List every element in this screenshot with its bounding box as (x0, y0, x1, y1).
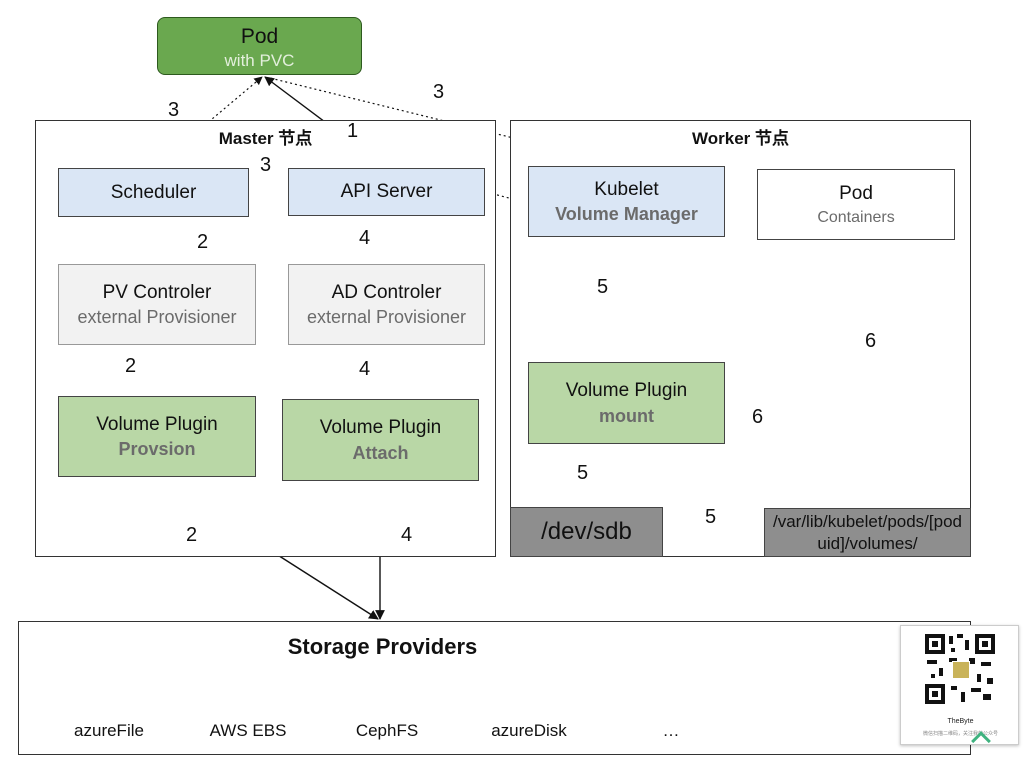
worker-node-title: Worker 节点 (692, 129, 789, 148)
scheduler-label: Scheduler (110, 181, 197, 203)
volume-plugin-provision-title: Volume Plugin (96, 413, 218, 435)
edge-label-2-pv-provision: 2 (125, 355, 137, 377)
pod-subtitle: with PVC (224, 50, 295, 70)
provider-label-azurefile: azureFile (74, 721, 144, 740)
volume-plugin-mount-subtitle: mount (599, 405, 654, 426)
worker-pod-node: Pod Containers (757, 169, 955, 240)
edge-label-5-kubelet-mount: 5 (597, 276, 609, 298)
pod-with-pvc-node: Pod with PVC (157, 17, 362, 75)
worker-pod-title: Pod (839, 182, 873, 204)
volumes-path-label: /var/lib/kubelet/pods/[pod uid]/volumes/ (772, 512, 962, 553)
qr-center-logo (952, 661, 970, 679)
kubelet-title: Kubelet (594, 178, 659, 200)
edge-label-6-kubelet-volumes: 6 (752, 406, 764, 428)
pv-controller-subtitle: external Provisioner (77, 307, 237, 328)
edge-label-2-pv-api: 2 (197, 231, 209, 253)
edge-scheduler-pod (154, 76, 263, 168)
dev-sdb-node: /dev/sdb (510, 507, 663, 557)
qr-card-caption: 微信扫描二维码，关注我的公众号 (922, 731, 998, 737)
edge-label-3-scheduler-pod: 3 (168, 99, 180, 121)
qr-card: TheByte 微信扫描二维码，关注我的公众号 (900, 625, 1019, 751)
pv-controller-title: PV Controler (102, 281, 212, 303)
scheduler-node: Scheduler (58, 168, 249, 217)
volume-plugin-attach-title: Volume Plugin (319, 417, 442, 439)
qr-code-image (925, 634, 995, 704)
ad-controller-node: AD Controler external Provisioner (288, 264, 485, 345)
edge-label-3-kubelet-pod: 3 (433, 81, 445, 103)
storage-providers-title: Storage Providers (287, 634, 478, 659)
master-node-title: Master 节点 (218, 129, 313, 148)
edge-label-6-volumes-pod: 6 (865, 330, 877, 352)
dev-sdb-label: /dev/sdb (541, 517, 632, 545)
provider-label-cephfs: CephFS (355, 721, 419, 740)
storage-providers-panel (18, 621, 971, 755)
volume-plugin-provision-subtitle: Provsion (118, 439, 196, 460)
pv-controller-node: PV Controler external Provisioner (58, 264, 256, 345)
kubelet-subtitle: Volume Manager (555, 204, 698, 225)
worker-pod-subtitle: Containers (817, 208, 895, 226)
volume-plugin-provision-node: Volume Plugin Provsion (58, 396, 256, 477)
edge-label-4-ad-attach: 4 (359, 358, 371, 380)
edge-label-1: 1 (347, 120, 359, 142)
edge-label-4-ad-api: 4 (359, 227, 371, 249)
edge-label-2-provision-storage: 2 (186, 524, 198, 546)
ad-controller-subtitle: external Provisioner (306, 307, 467, 328)
edge-label-4-attach-storage: 4 (401, 524, 413, 546)
volume-plugin-attach-node: Volume Plugin Attach (282, 399, 479, 481)
volume-plugin-mount-node: Volume Plugin mount (528, 362, 725, 444)
api-server-node: API Server (288, 168, 485, 216)
volume-plugin-mount-title: Volume Plugin (565, 380, 688, 402)
provider-label-aws-ebs: AWS EBS (209, 721, 287, 740)
ad-controller-title: AD Controler (331, 281, 442, 303)
edge-label-5-mount-dev: 5 (577, 462, 589, 484)
provider-label-more: … (662, 721, 680, 740)
api-server-label: API Server (340, 181, 433, 203)
volume-plugin-attach-subtitle: Attach (352, 442, 409, 463)
pod-title: Pod (240, 25, 279, 49)
edge-label-5-dev-volumes: 5 (705, 506, 717, 528)
qr-card-name: TheByte (947, 718, 974, 725)
provider-label-azuredisk: azureDisk (491, 721, 567, 740)
volumes-path-node: /var/lib/kubelet/pods/[pod uid]/volumes/ (764, 508, 971, 557)
edge-label-3-scheduler-api: 3 (260, 154, 272, 176)
kubelet-node: Kubelet Volume Manager (528, 166, 725, 237)
